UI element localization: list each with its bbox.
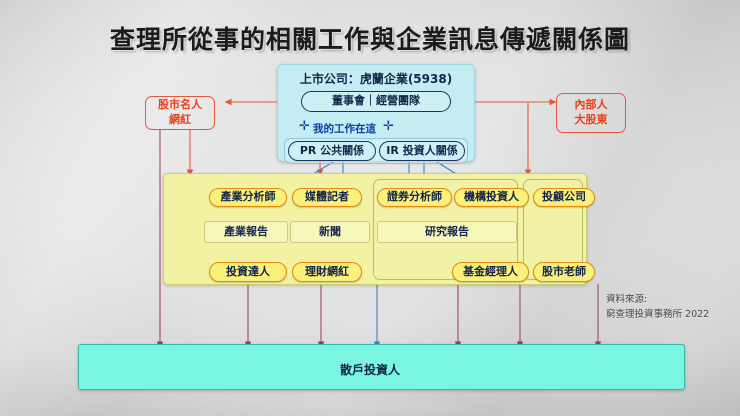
retail-investors-label: 散戶投資人 [339, 363, 400, 377]
pr-public-relations-chip[interactable]: PR 公共關係 [288, 141, 376, 161]
insider-major-shareholder-box[interactable]: 內部人 大股東 [556, 93, 626, 133]
chip-news-report[interactable]: 新聞 [290, 221, 370, 243]
chip-finance-influencer[interactable]: 理財網紅 [292, 262, 362, 282]
stock-celebrity-line1: 股市名人 [158, 98, 202, 112]
chip-fund-manager[interactable]: 基金經理人 [452, 262, 529, 282]
chip-stock-teacher[interactable]: 股市老師 [533, 262, 595, 282]
chip-securities-analyst[interactable]: 證券分析師 [377, 188, 452, 207]
insider-line1: 內部人 [574, 98, 608, 112]
insider-line2: 大股東 [574, 113, 608, 126]
chip-institutional-investor[interactable]: 機構投資人 [454, 188, 529, 207]
ir-investor-relations-chip[interactable]: IR 投資人關係 [379, 141, 465, 161]
chip-industry-report[interactable]: 產業報告 [204, 221, 288, 243]
board-of-directors-chip[interactable]: 董事會｜經營團隊 [301, 91, 451, 112]
chip-investment-expert[interactable]: 投資達人 [209, 262, 287, 282]
company-header-label: 上市公司：虎蘭企業(5938) [299, 72, 453, 86]
my-work-note-label: 我的工作在這 [313, 123, 376, 135]
source-line-1: 資料來源: [606, 294, 648, 305]
chip-media-reporter[interactable]: 媒體記者 [292, 188, 362, 207]
chip-research-report[interactable]: 研究報告 [377, 221, 517, 243]
stock-celebrity-line2: 網紅 [169, 113, 191, 126]
source-line-2: 窮查理投資事務所 2022 [606, 309, 710, 320]
chip-advisory-company[interactable]: 投顧公司 [533, 188, 595, 207]
chip-industry-analyst[interactable]: 產業分析師 [209, 188, 287, 207]
page-title: 查理所從事的相關工作與企業訊息傳遞關係圖 [109, 25, 630, 54]
stock-celebrity-box[interactable]: 股市名人 網紅 [145, 96, 215, 130]
retail-investors-panel [78, 344, 685, 390]
work-marker-left-icon: ✛ [299, 119, 310, 134]
work-marker-right-icon: ✛ [383, 119, 394, 134]
